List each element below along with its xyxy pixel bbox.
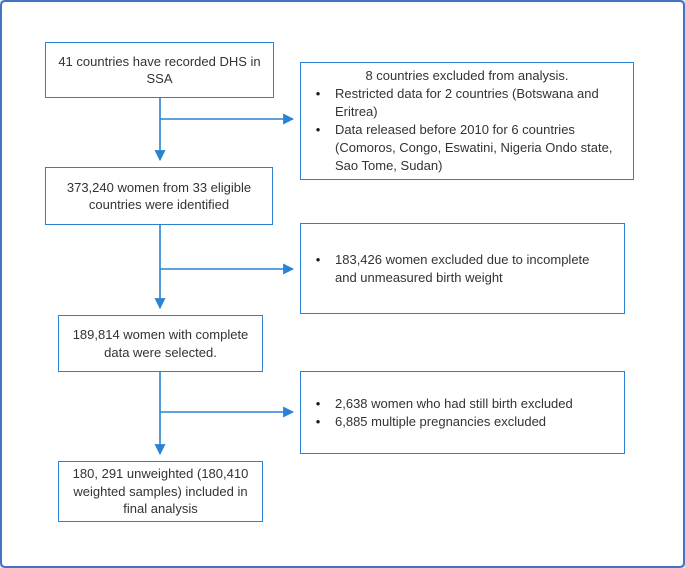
- exclusion-2-bullet-item: • 183,426 women excluded due to incomple…: [301, 251, 616, 287]
- flow-step-2-box: 373,240 women from 33 eligible countries…: [45, 167, 273, 225]
- flow-step-4-box: 180, 291 unweighted (180,410 weighted sa…: [58, 461, 263, 522]
- exclusion-box-2: • 183,426 women excluded due to incomple…: [300, 223, 625, 314]
- exclusion-1-bullet-2-text: Data released before 2010 for 6 countrie…: [335, 122, 613, 173]
- flow-step-2-text: 373,240 women from 33 eligible countries…: [66, 179, 252, 213]
- flow-step-3-box: 189,814 women with complete data were se…: [58, 315, 263, 372]
- bullet-icon: •: [315, 395, 321, 411]
- exclusion-1-title: 8 countries excluded from analysis.: [365, 68, 569, 83]
- bullet-icon: •: [315, 86, 321, 101]
- flow-step-3-text: 189,814 women with complete data were se…: [72, 327, 249, 360]
- flow-step-1-text: 41 countries have recorded DHS in SSA: [58, 53, 261, 87]
- exclusion-box-3: • 2,638 women who had still birth exclud…: [300, 371, 625, 454]
- bullet-icon: •: [315, 413, 321, 429]
- bullet-icon: •: [315, 251, 321, 267]
- exclusion-3-bullet-2-text: 6,885 multiple pregnancies excluded: [335, 413, 547, 429]
- flow-step-4-text: 180, 291 unweighted (180,410 weighted sa…: [72, 466, 249, 516]
- exclusion-box-1: 8 countries excluded from analysis. • Re…: [300, 62, 634, 180]
- exclusion-3-bullet-1-text: 2,638 women who had still birth excluded: [335, 395, 573, 411]
- exclusion-1-bullet-item: • Data released before 2010 for 6 countr…: [301, 121, 625, 175]
- exclusion-1-bullet-1-text: Restricted data for 2 countries (Botswan…: [335, 86, 599, 119]
- exclusion-1-bullet-item: • Restricted data for 2 countries (Botsw…: [301, 85, 625, 121]
- exclusion-3-bullet-item: • 2,638 women who had still birth exclud…: [301, 395, 616, 413]
- exclusion-3-bullet-item: • 6,885 multiple pregnancies excluded: [301, 413, 616, 431]
- bullet-icon: •: [315, 122, 321, 137]
- flow-step-1-box: 41 countries have recorded DHS in SSA: [45, 42, 274, 98]
- exclusion-2-bullet-1-text: 183,426 women excluded due to incomplete…: [335, 251, 590, 285]
